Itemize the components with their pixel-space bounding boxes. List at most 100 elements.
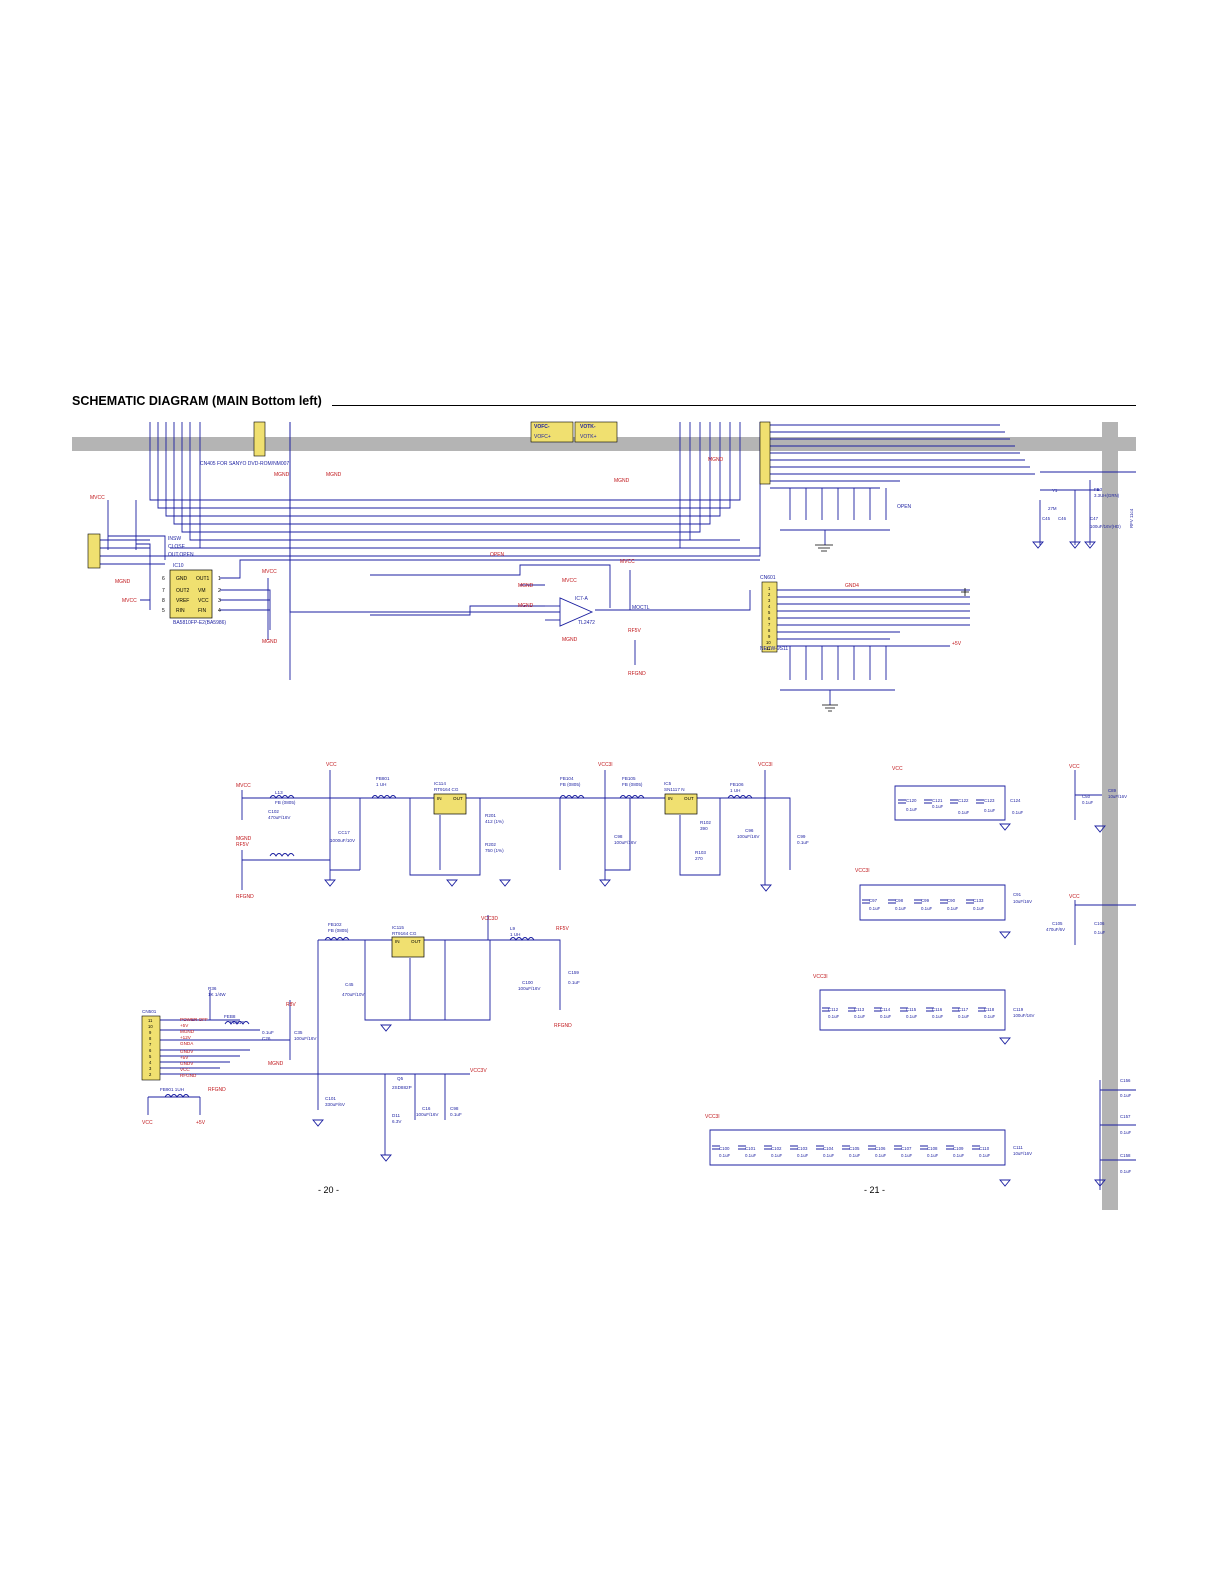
cap-ref: C105: [849, 1146, 860, 1151]
ic10-pin-num-r1: 1: [218, 576, 221, 582]
right-side-label: RFV 11c4: [1129, 508, 1134, 528]
c156-val: 0.1uF: [1120, 1093, 1132, 1098]
cn501-pin: 8: [149, 1036, 152, 1041]
page-number-left: - 20 -: [318, 1185, 340, 1195]
regulator-ic114: [433, 793, 467, 815]
open-label: OPEN: [490, 552, 505, 558]
connector-cn501: [141, 1015, 161, 1081]
rail-mvcc-4: MVCC: [562, 578, 577, 584]
cap-val: 0.1uF: [901, 1153, 913, 1158]
c98-ref: C98: [614, 834, 623, 839]
cn601-pin: 2: [768, 592, 771, 597]
votk-box: [574, 421, 618, 443]
inductor-group: [164, 795, 753, 1098]
c46-right: C46: [1058, 516, 1067, 521]
cap-val: 0.1uF: [849, 1153, 861, 1158]
fb104-ref: FB104: [560, 776, 574, 781]
ground-symbols: [815, 544, 969, 712]
cap-ref: C124: [1010, 798, 1021, 803]
cn501-label-6: GNDV: [180, 1049, 194, 1054]
insw-label: INSW: [168, 536, 181, 542]
c101-val: 330uF/6V: [325, 1102, 346, 1107]
cn501-pin: 9: [149, 1030, 152, 1035]
cn601-pins: 1 2 3 4 5 6 7 8 9 10 11: [766, 586, 771, 651]
page-number-right: - 21 -: [864, 1185, 886, 1195]
r36-val: 1K 1/4W: [208, 992, 226, 997]
cn601-pin: 1: [768, 586, 771, 591]
c26-val: 0.1uF: [262, 1030, 274, 1035]
cn501-label-8: GNDV: [180, 1061, 194, 1066]
fb801-ref: FB801: [376, 776, 390, 781]
c35-ref: C35: [294, 1030, 303, 1035]
cn501-ref: CN501: [142, 1009, 157, 1014]
cn501-label-9: VCC: [180, 1067, 190, 1072]
cap-ref: C118: [984, 1007, 995, 1012]
rail-mgnd-8: MGND: [518, 603, 534, 609]
c89-val: 10uF/16V: [1108, 794, 1127, 799]
ic10-pin-left-1: GND: [176, 576, 188, 582]
ic10-pin-left-4: RIN: [176, 608, 185, 614]
label-layer: CN405 FOR SANYO DVD-ROM/NM007 VOFC- VOFC…: [162, 424, 962, 652]
ic10-pin-num-l3: 8: [162, 598, 165, 604]
cap-ref: C91: [1013, 892, 1022, 897]
l9-val: 1 UH: [510, 932, 520, 937]
rail-mvcc-6: MVCC: [236, 783, 251, 789]
ic10-ref: IC10: [173, 563, 184, 569]
l9-ref: L9: [510, 926, 516, 931]
cap-val: 0.1uF: [828, 1014, 840, 1019]
fb102-val: FB (0805): [328, 928, 349, 933]
cap-val: 0.1uF: [932, 804, 944, 809]
cap-ref: C110: [979, 1146, 990, 1151]
ic114-name: RT9164 CG: [434, 787, 459, 792]
ic10-pin-num-r2: 2: [218, 588, 221, 594]
cap-ref: C113: [854, 1007, 865, 1012]
cn601-pin: 9: [768, 634, 771, 639]
cn501-label-4: +12V: [180, 1035, 192, 1040]
cap-val: 0.1uF: [973, 906, 985, 911]
rail-rfgnd-3: RFGND: [554, 1023, 572, 1029]
ic10-name: BA5810FP-E2(BA5986): [173, 620, 226, 626]
rail-r8v: R8V: [286, 1002, 296, 1008]
fb801-val: 1 UH: [376, 782, 386, 787]
cap-ref: C122: [958, 798, 969, 803]
cap-ref: C103: [797, 1146, 808, 1151]
ic115-ref: IC115: [392, 925, 404, 930]
rail-labels: MVCC MGND MVCC MVCC MGND MGND MGND MGND …: [90, 457, 1080, 1126]
rail-mgnd-5: MGND: [614, 478, 630, 484]
connector-cn601: [761, 581, 778, 653]
rail-rfgnd-2: RFGND: [236, 894, 254, 900]
c158-val: 0.1uF: [1120, 1169, 1132, 1174]
fb104-val: FB (0805): [560, 782, 581, 787]
c50-val: 0.1uF: [1082, 800, 1094, 805]
c16-ref: C16: [422, 1106, 431, 1111]
ic10-pin-num-l1: 6: [162, 576, 165, 582]
r202-ref: R202: [485, 842, 496, 847]
cap-val: 0.1uF: [947, 906, 959, 911]
cap-ref: C100: [719, 1146, 730, 1151]
cap-ref: C117: [958, 1007, 969, 1012]
vofc-label: VOFC-: [534, 424, 550, 430]
rail-rf5v-1: RF5V: [628, 628, 641, 634]
cap-ref: C111: [1013, 1145, 1023, 1150]
votk-plus-label: VOTK+: [580, 434, 597, 440]
cn405-note: CN405 FOR SANYO DVD-ROM/NM007: [200, 461, 289, 467]
cap-val: 0.1uF: [984, 808, 996, 813]
cap-ref: C97: [869, 898, 878, 903]
rail-rfgnd-1: RFGND: [628, 671, 646, 677]
cap-val: 0.1uF: [797, 1153, 809, 1158]
ic10-pin-left-2: OUT2: [176, 588, 190, 594]
cap-ref: C106: [875, 1146, 886, 1151]
q5-ref: Q5: [397, 1076, 404, 1081]
r202-val: 750 (1%): [485, 848, 504, 853]
ic5-in: IN: [668, 796, 673, 801]
c105-val: 470uF/6V: [1046, 927, 1065, 932]
ic10-pin-num-l4: 5: [162, 608, 165, 614]
c159-val: 0.1uF: [568, 980, 580, 985]
cap-ref: C98: [895, 898, 904, 903]
cap-val: 0.1uF: [880, 1014, 892, 1019]
y1-ref: Y1: [1052, 488, 1058, 493]
wire-layer: [100, 422, 1136, 1190]
cap-ref: C119: [1013, 1007, 1024, 1012]
rail-mgnd-11: MGND: [268, 1061, 284, 1067]
